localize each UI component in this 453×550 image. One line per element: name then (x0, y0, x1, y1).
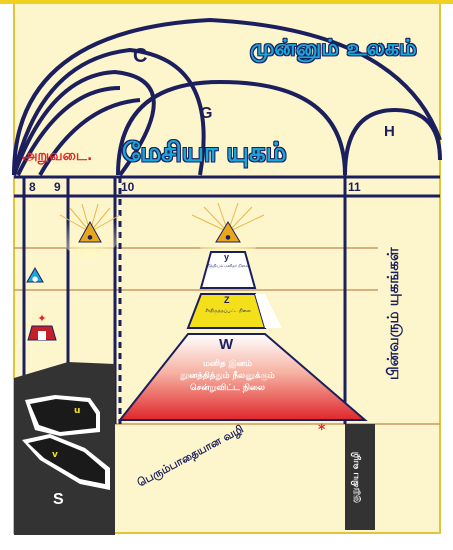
triangle-dot: ● (87, 234, 92, 241)
tier-z-text: சீர்திருத்தப்பட்ட நிலை (195, 308, 261, 314)
letter-g: G (200, 105, 212, 123)
letter-y: y (224, 252, 229, 262)
letter-v: v (52, 450, 58, 460)
letter-u: u (74, 406, 80, 416)
svg-text:✦: ✦ (37, 312, 46, 325)
letter-c: C (133, 45, 147, 68)
number-10: 10 (121, 180, 134, 194)
tier-w-text: மனித இனம் நூனத்தித்தும் நீலனுக்கும் சென்… (160, 358, 295, 394)
world-to-come-title: முன்னும் உலகம் (250, 36, 417, 64)
following-ages-label: பின்வரும் யுகங்கள் (383, 205, 402, 423)
top-border (0, 0, 453, 4)
letter-s: S (53, 491, 64, 509)
harvest-label: அறுவடை. (22, 148, 92, 166)
narrow-way-label: குறுகிய வழி (350, 430, 361, 525)
letter-z: Z (224, 295, 230, 305)
tier-y-text: நித்தியம் மனிதர் நிலை (204, 263, 252, 269)
asterisk-icon: * (318, 422, 326, 438)
svg-text:●: ● (32, 275, 38, 283)
number-11: 11 (348, 180, 361, 194)
number-9: 9 (54, 180, 61, 194)
lower-left-block (14, 362, 115, 535)
letter-h: H (384, 123, 395, 140)
number-8: 8 (29, 180, 36, 194)
letter-w: W (219, 336, 233, 353)
messianic-age-title: மேசியா யுகம் (122, 138, 287, 171)
tier-w-line-1: மனித இனம் (160, 358, 295, 370)
tier-w-line-3: சென்றுவிட்ட நிலை (160, 382, 295, 394)
svg-text:●: ● (225, 234, 230, 241)
tier-w-line-2: நூனத்தித்தும் நீலனுக்கும் (160, 370, 295, 382)
